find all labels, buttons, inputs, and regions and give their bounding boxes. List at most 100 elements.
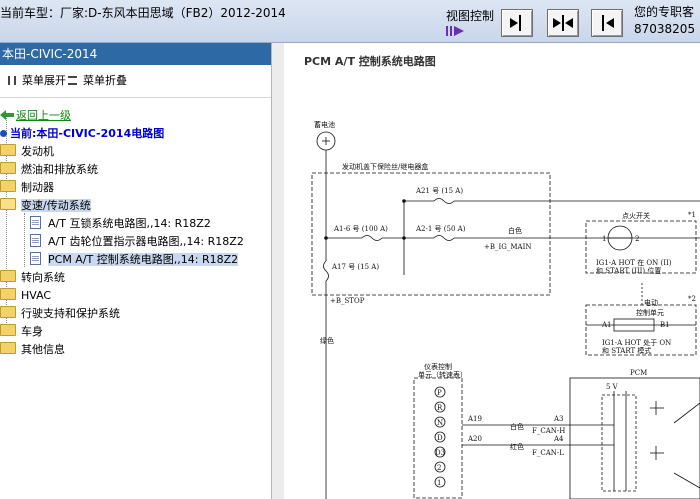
folder-icon [0,144,16,156]
tree-item-label: 制动器 [21,181,54,194]
folder-icon [0,306,16,318]
menu-expand-label: 菜单展开 [22,74,66,87]
label-fuse-a16: A1-6 号 (100 A) [333,225,388,233]
label-pin-a1: A1 [601,321,612,329]
label-ignition-switch: 点火开关 [622,211,650,220]
tree-item-driving-support[interactable]: 行驶支持和保护系统 [0,305,120,323]
label-5v: 5 V [606,383,619,391]
tree-item-brakes[interactable]: 制动器 [0,179,54,197]
tree-item-label: A/T 互锁系统电路图,,14: R18Z2 [48,217,211,230]
gear-n: N [437,419,443,427]
left-panel: 本田-CIVIC-2014 菜单展开 菜单折叠 返回上一级 当前:本田-CIVI… [0,43,271,499]
folder-icon [0,180,16,192]
wiring-diagram: PCM A/T 控制系统电路图 蓄电池 发动机盖下保险丝/继电器盒 A21 号 … [304,54,700,499]
label-wire-red: 红色 [510,442,524,451]
label-f-can-h: F_CAN-H [532,427,565,435]
panel-splitter[interactable] [271,43,285,499]
expand-icon [8,76,16,85]
label-fusebox: 发动机盖下保险丝/继电器盒 [342,162,428,171]
label-battery: 蓄电池 [314,120,335,129]
label-pin-b1: B1 [660,321,670,329]
label-fuse-a17: A17 号 (15 A) [331,263,379,271]
menu-expand-button[interactable]: 菜单展开 [8,72,66,88]
label-wire-green: 绿色 [320,336,334,345]
label-meter-control: 仪表控制 [424,362,452,371]
view-center-button[interactable] [547,9,579,37]
arrows-center-icon [553,15,573,31]
tree-item-label: PCM A/T 控制系统电路图,,14: R18Z2 [48,253,239,266]
label-note-1: *1 [688,211,696,219]
tree-item-pcm-at-control[interactable]: PCM A/T 控制系统电路图,,14: R18Z2 [30,251,239,269]
label-wire-white-2: 白色 [510,422,524,431]
current-location: 当前:本田-CIVIC-2014电路图 [0,125,164,143]
current-label: 当前:本田-CIVIC-2014电路图 [10,127,165,140]
document-icon [30,252,41,265]
user-line-1: 您的专职客 [634,5,695,19]
view-right-button[interactable] [501,9,533,37]
menu-collapse-button[interactable]: 菜单折叠 [68,72,127,88]
diagram-title: PCM A/T 控制系统电路图 [304,54,436,68]
document-icon [30,216,41,229]
arrow-left-icon [602,15,614,31]
tree-item-hvac[interactable]: HVAC [0,287,51,305]
label-note-2: *2 [688,295,696,303]
gear-1: 1 [437,479,441,487]
top-bar: 当前车型：厂家:D-东风本田思域（FB2）2012-2014 视图控制 您的专职… [0,0,700,43]
arrow-right-icon [510,15,521,31]
back-label: 返回上一级 [16,109,71,122]
label-pcm: PCM [630,369,647,377]
user-info: 您的专职客 87038205 [634,4,700,38]
label-pin-a19: A19 [467,415,482,423]
gear-d3: D3 [435,449,445,457]
collapse-icon [68,76,77,85]
tree-item-steering[interactable]: 转向系统 [0,269,65,287]
label-fuse-a21b: A2-1 号 (50 A) [415,225,466,233]
label-b-stop: +B_STOP [330,297,365,305]
folder-open-icon [0,198,16,210]
label-electric: 电动 [644,298,658,307]
tree-item-transmission[interactable]: 变速/传动系统 [0,197,91,215]
label-meter-unit: 单元（转速表） [418,370,467,379]
tree-item-label: 变速/传动系统 [21,199,91,212]
label-pin-a20: A20 [467,435,482,443]
tree-item-at-gear-indicator[interactable]: A/T 齿轮位置指示器电路图,,14: R18Z2 [30,233,244,251]
tree-item-engine[interactable]: 发动机 [0,143,54,161]
label-control-unit: 控制单元 [636,308,664,317]
label-fuse-a21: A21 号 (15 A) [415,187,463,195]
folder-icon [0,342,16,354]
back-arrow-icon [0,110,14,120]
view-left-button[interactable] [591,9,623,37]
menu-toolbar: 菜单展开 菜单折叠 [0,65,271,98]
tree-item-fuel[interactable]: 燃油和排放系统 [0,161,98,179]
label-start-position: 和 START (III) 位置 [596,266,661,275]
label-pin-a4: A4 [553,435,564,443]
gear-d: D [437,434,443,442]
user-line-2: 87038205 [634,22,696,36]
diagram-viewer[interactable]: PCM A/T 控制系统电路图 蓄电池 发动机盖下保险丝/继电器盒 A21 号 … [284,43,700,499]
tree-item-at-interlock[interactable]: A/T 互锁系统电路图,,14: R18Z2 [30,215,211,233]
left-panel-header: 本田-CIVIC-2014 [0,43,271,65]
label-start-mode: 和 START 模式 [602,346,651,355]
tree-item-label: A/T 齿轮位置指示器电路图,,14: R18Z2 [48,235,244,248]
tree-item-body[interactable]: 车身 [0,323,43,341]
label-ig1-hot: IG1-A HOT 在 ON (II) [596,258,672,267]
menu-collapse-label: 菜单折叠 [83,74,127,87]
tree-item-label: 其他信息 [21,343,65,356]
label-f-can-l: F_CAN-L [532,449,564,457]
back-link[interactable]: 返回上一级 [0,107,71,125]
folder-icon [0,270,16,282]
label-wire-white: 白色 [508,226,522,235]
tree-item-label: HVAC [21,289,52,302]
label-pin-a3: A3 [553,415,564,423]
label-ig1-hot-on: IG1-A HOT 处于 ON [602,338,671,347]
view-control-label: 视图控制 [446,9,495,23]
folder-icon [0,288,16,300]
label-switch-pin-2: 2 [635,235,639,243]
tree-item-label: 发动机 [21,145,54,158]
document-icon [30,234,41,247]
current-vehicle-title: 当前车型：厂家:D-东风本田思域（FB2）2012-2014 [0,6,286,20]
tree-item-label: 行驶支持和保护系统 [21,307,120,320]
tree-item-other-info[interactable]: 其他信息 [0,341,65,359]
pin-icon [0,130,7,137]
tree-item-label: 燃油和排放系统 [21,163,98,176]
